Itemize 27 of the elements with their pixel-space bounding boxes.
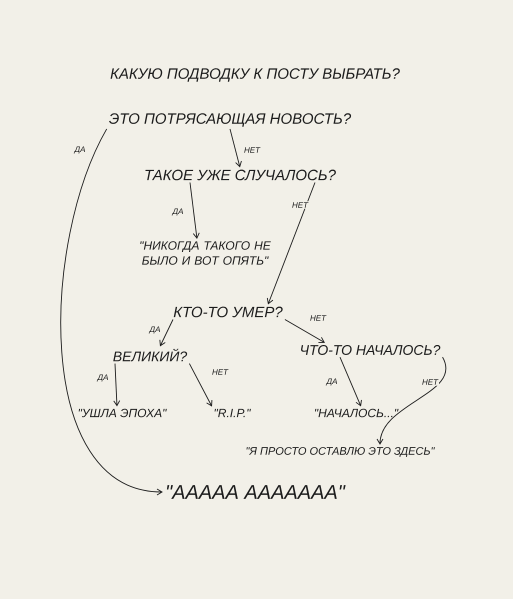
arrow — [230, 128, 242, 168]
edge-label: НЕТ — [309, 314, 327, 322]
arrow — [284, 319, 325, 343]
question-text: ВЕЛИКИЙ? — [113, 348, 188, 362]
answer-text: "УШЛА ЭПОХА" — [78, 408, 167, 418]
question-text: ТАКОЕ УЖЕ СЛУЧАЛОСЬ? — [145, 170, 336, 180]
arrow — [266, 182, 316, 304]
arrow — [190, 182, 200, 240]
edge-label: НЕТ — [243, 146, 261, 154]
arrow — [60, 128, 163, 496]
arrow — [188, 363, 212, 407]
title: КАКУЮ ПОДВОДКУ К ПОСТУ ВЫБРАТЬ? — [110, 68, 400, 82]
edge-label: НЕТ — [211, 368, 229, 376]
answer-text: "Я ПРОСТО ОСТАВЛЮ ЭТО ЗДЕСЬ" — [246, 447, 435, 457]
answer-text: "R.I.P." — [214, 408, 251, 418]
question-text: ЧТО-ТО НАЧАЛОСЬ? — [301, 345, 440, 355]
edge-label: НЕТ — [291, 201, 309, 209]
question-text: КТО-ТО УМЕР? — [174, 306, 283, 318]
question-text: ЭТО ПОТРЯСАЮЩАЯ НОВОСТЬ? — [109, 113, 352, 127]
arrow — [340, 356, 362, 407]
edge-label: НЕТ — [421, 378, 439, 386]
answer-text: "НИКОГДА ТАКОГО НЕ БЫЛО И ВОТ ОПЯТЬ" — [140, 241, 271, 265]
arrow — [159, 319, 174, 346]
answer-text: "НАЧАЛОСЬ..." — [314, 408, 399, 418]
arrow — [113, 363, 120, 407]
answer-text: "ААААА ААААААА" — [166, 485, 346, 499]
arrow — [376, 356, 446, 445]
